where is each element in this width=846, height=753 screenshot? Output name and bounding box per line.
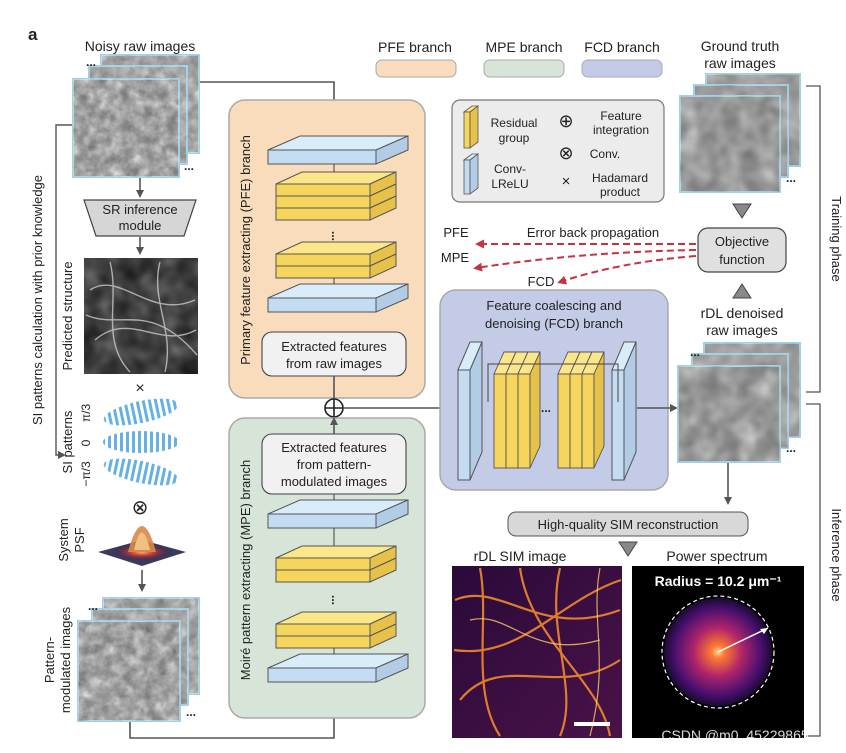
pattern-modulated-stack: ... ...	[77, 597, 200, 722]
hadamard-line2: product	[600, 185, 641, 199]
sr-inference-line2: module	[119, 218, 162, 233]
fcd-title-line1: Feature coalescing and	[486, 298, 621, 313]
legend-fcd-swatch	[581, 59, 663, 78]
objective-line1: Objective	[715, 234, 769, 249]
rdl-denoised-stack: ... ...	[677, 342, 801, 463]
ellipsis-dots: ...	[786, 171, 796, 185]
high-quality-label: High-quality SIM reconstruction	[538, 517, 719, 532]
ellipsis-dots: ...	[86, 55, 96, 69]
conv-line1: Conv-	[494, 162, 526, 176]
ellipsis-dots: ...	[329, 231, 343, 241]
ground-truth-stack: ...	[679, 73, 801, 193]
hadamard-symbol: ×	[135, 380, 144, 397]
sr-inference-module: SR inference module	[83, 199, 197, 237]
watermark: CSDN @m0_45229865	[661, 727, 809, 743]
hadamard-line1: Hadamard	[592, 171, 648, 185]
fcd-title-line2: denoising (FCD) branch	[485, 316, 623, 331]
legend-mpe-swatch	[483, 59, 565, 78]
ellipsis-dots: ...	[186, 705, 196, 719]
sr-inference-line1: SR inference	[102, 202, 177, 217]
rdl-sim-image-label: rDL SIM image	[474, 548, 567, 564]
legend-pfe-label: PFE branch	[378, 39, 452, 55]
fcd-branch: Feature coalescing and denoising (FCD) b…	[439, 289, 669, 491]
system-psf-image	[98, 526, 186, 566]
pattern-modulated-line2: modulated images	[58, 606, 73, 713]
mpe-branch-title: Moiré pattern extracting (MPE) branch	[238, 460, 253, 680]
feature-integration-icon: ⊕	[558, 111, 573, 131]
si-patterns	[103, 398, 179, 486]
panel-label: a	[28, 25, 38, 44]
noisy-raw-images-stack: ... ...	[72, 54, 200, 178]
pfe-extracted-line1: Extracted features	[281, 339, 387, 354]
predicted-structure-image	[84, 258, 198, 374]
conv-label: Conv.	[590, 147, 620, 161]
conv-icon: ⊗	[558, 143, 573, 163]
ellipsis-dots: ...	[786, 441, 796, 455]
pfe-branch-title: Primary feature extracting (PFE) branch	[238, 135, 253, 365]
residual-line2: group	[499, 131, 530, 145]
inference-phase-label: Inference phase	[829, 508, 844, 601]
inference-phase-bracket	[806, 403, 821, 737]
training-phase-bracket	[806, 85, 821, 393]
mpe-branch: Moiré pattern extracting (MPE) branch Ex…	[228, 417, 426, 719]
error-fcd-label: FCD	[528, 274, 555, 289]
predicted-structure-label: Predicted structure	[60, 261, 75, 370]
gt-line2: raw images	[704, 55, 776, 71]
angle-pos: π/3	[79, 404, 93, 423]
mpe-extracted-line2: from pattern-	[297, 457, 371, 472]
feature-integration-line1: Feature	[600, 109, 642, 123]
radius-label: Radius = 10.2 μm⁻¹	[655, 573, 782, 589]
angle-zero: 0	[79, 439, 93, 446]
power-spectrum-image: Radius = 10.2 μm⁻¹	[632, 566, 804, 738]
objective-function: Objective function	[697, 227, 787, 273]
system-psf-line2: PSF	[72, 527, 87, 552]
feature-integration-line2: integration	[593, 123, 649, 137]
si-calc-arrow	[55, 124, 72, 459]
training-phase-label: Training phase	[829, 196, 844, 282]
conv-line2: LReLU	[491, 177, 528, 191]
pfe-branch: Primary feature extracting (PFE) branch …	[228, 99, 426, 399]
ellipsis-dots: ...	[690, 345, 700, 359]
pfe-extracted-line2: from raw images	[286, 356, 383, 371]
ellipsis-dots: ...	[541, 401, 551, 415]
error-back-propagation: Error back propagation PFE MPE FCD	[441, 225, 697, 289]
mpe-extracted-line3: modulated images	[281, 474, 388, 489]
error-pfe-label: PFE	[443, 225, 469, 240]
power-spectrum-label: Power spectrum	[666, 548, 767, 564]
hadamard-icon: ×	[562, 173, 571, 190]
angle-neg: −π/3	[79, 461, 93, 487]
rdl-sim-image	[452, 566, 622, 738]
legend-pfe-swatch	[375, 59, 457, 78]
si-patterns-label: SI patterns	[60, 410, 75, 473]
ellipsis-dots: ...	[88, 599, 98, 613]
key-box: Residual group Conv- LReLU ⊕ Feature int…	[451, 99, 665, 203]
residual-line1: Residual	[491, 116, 538, 130]
legend: PFE branch MPE branch FCD branch	[375, 39, 663, 78]
ellipsis-dots: ...	[184, 159, 194, 173]
legend-mpe-label: MPE branch	[485, 39, 562, 55]
si-patterns-calc-label: SI patterns calculation with prior knowl…	[30, 175, 45, 425]
up-triangle	[732, 283, 752, 299]
system-psf-line1: System	[56, 518, 71, 561]
sim-reconstruction-box: High-quality SIM reconstruction	[507, 511, 749, 537]
noisy-raw-images-label: Noisy raw images	[85, 38, 195, 54]
rdl-denoised-line1: rDL denoised	[701, 305, 784, 321]
objective-line2: function	[719, 252, 765, 267]
gt-line1: Ground truth	[701, 38, 780, 54]
down-triangle	[618, 541, 638, 557]
mpe-extracted-line1: Extracted features	[281, 440, 387, 455]
feature-integration-node	[324, 398, 344, 418]
pattern-modulated-line1: Pattern-	[42, 637, 57, 683]
rdl-denoised-line2: raw images	[706, 322, 778, 338]
down-triangle	[732, 203, 752, 219]
convolution-symbol: ⊗	[132, 497, 149, 519]
legend-fcd-label: FCD branch	[584, 39, 659, 55]
ellipsis-dots: ...	[329, 595, 343, 605]
error-mpe-label: MPE	[441, 250, 470, 265]
error-backprop-label: Error back propagation	[527, 225, 659, 240]
